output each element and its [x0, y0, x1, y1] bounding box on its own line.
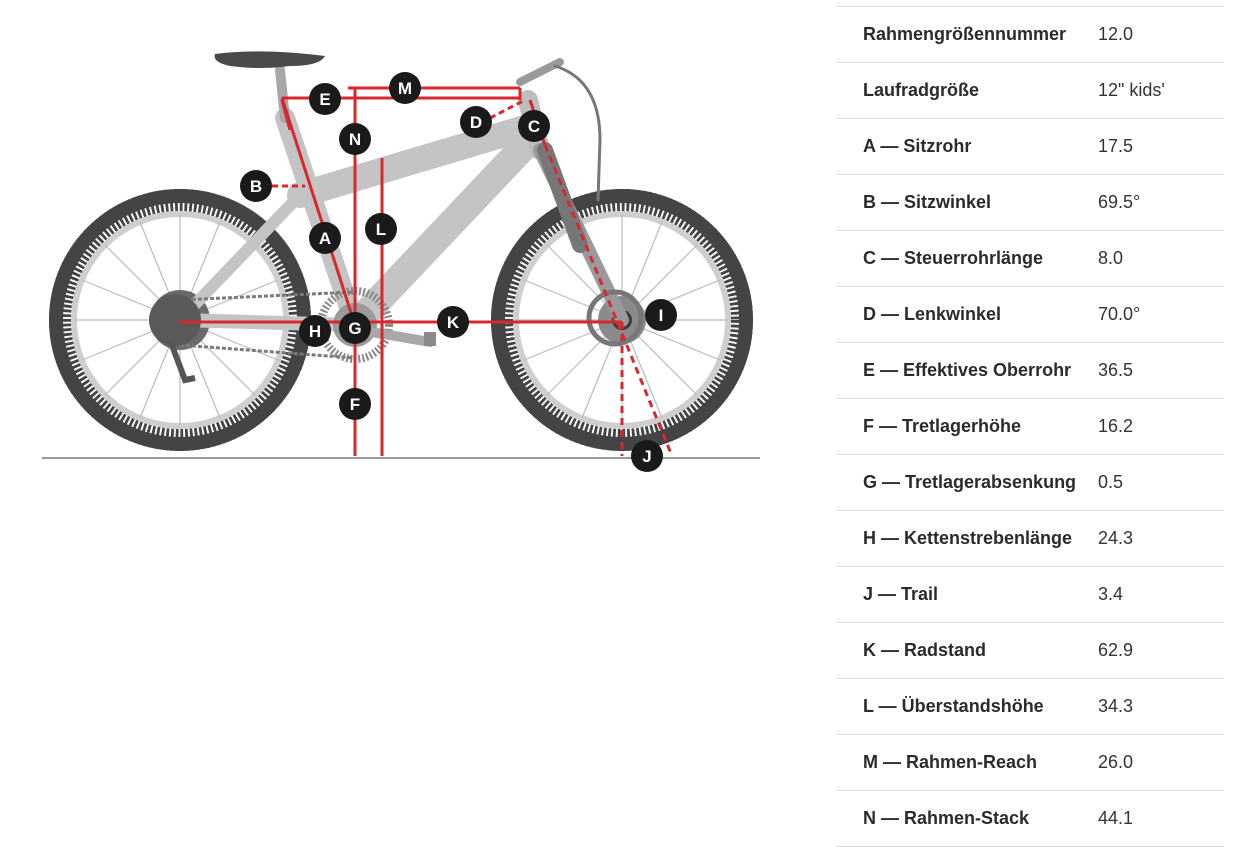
svg-text:C: C: [528, 117, 540, 136]
marker-G: G: [339, 312, 371, 344]
row-label: J — Trail: [863, 584, 939, 604]
table-row: B — Sitzwinkel 69.5°: [836, 175, 1224, 231]
marker-M: M: [389, 72, 421, 104]
row-label: E — Effektives Oberrohr: [863, 360, 1072, 380]
row-label: C — Steuerrohrlänge: [863, 248, 1044, 268]
marker-F: F: [339, 388, 371, 420]
table-row: M — Rahmen-Reach 26.0: [836, 735, 1224, 791]
svg-text:A: A: [319, 229, 331, 248]
row-value: 3.4: [1098, 584, 1124, 604]
row-value: 12.0: [1098, 24, 1134, 44]
row-label: Laufradgröße: [863, 80, 980, 100]
svg-text:D: D: [470, 113, 482, 132]
row-label: Rahmengrößennummer: [863, 24, 1067, 44]
marker-H: H: [299, 315, 331, 347]
svg-text:J: J: [642, 447, 651, 466]
row-label: N — Rahmen-Stack: [863, 808, 1030, 828]
marker-E: E: [309, 83, 341, 115]
row-label: K — Radstand: [863, 640, 987, 660]
row-label: F — Tretlagerhöhe: [863, 416, 1022, 436]
table-row: E — Effektives Oberrohr 36.5: [836, 343, 1224, 399]
svg-text:M: M: [398, 79, 412, 98]
marker-I: I: [645, 299, 677, 331]
svg-text:F: F: [350, 395, 360, 414]
table-row: F — Tretlagerhöhe 16.2: [836, 399, 1224, 455]
row-label: B — Sitzwinkel: [863, 192, 992, 212]
marker-L: L: [365, 213, 397, 245]
table-row: J — Trail 3.4: [836, 567, 1224, 623]
row-value: 8.0: [1098, 248, 1124, 268]
table-row: H — Kettenstrebenlänge 24.3: [836, 511, 1224, 567]
marker-K: K: [437, 306, 469, 338]
row-value: 24.3: [1098, 528, 1134, 548]
geometry-table: Rahmengrößennummer 12.0 Laufradgröße 12" k…: [836, 6, 1224, 847]
marker-B: B: [240, 170, 272, 202]
row-value: 0.5: [1098, 472, 1124, 492]
row-value: 69.5°: [1098, 192, 1141, 212]
measurement-lines: [180, 86, 674, 457]
marker-N: N: [339, 123, 371, 155]
svg-text:B: B: [250, 177, 262, 196]
table-row: Laufradgröße 12" kids': [836, 63, 1224, 119]
row-label: A — Sitzrohr: [863, 136, 972, 156]
table-row: L — Überstandshöhe 34.3: [836, 679, 1224, 735]
marker-J: J: [631, 440, 663, 472]
svg-text:I: I: [659, 306, 664, 325]
svg-text:H: H: [309, 322, 321, 341]
drivetrain: [149, 287, 644, 384]
table-row: N — Rahmen-Stack 44.1: [836, 791, 1224, 847]
row-label: H — Kettenstrebenlänge: [863, 528, 1073, 548]
row-value: 36.5: [1098, 360, 1134, 380]
row-value: 34.3: [1098, 696, 1134, 716]
bike-geometry-diagram: A B C D E F G H I J K L M N: [42, 51, 760, 472]
row-value: 62.9: [1098, 640, 1134, 660]
svg-text:G: G: [348, 319, 361, 338]
row-label: M — Rahmen-Reach: [863, 752, 1038, 772]
row-label: D — Lenkwinkel: [863, 304, 1002, 324]
row-value: 44.1: [1098, 808, 1134, 828]
table-row: G — Tretlagerabsenkung 0.5: [836, 455, 1224, 511]
table-row: K — Radstand 62.9: [836, 623, 1224, 679]
saddle: [214, 51, 325, 68]
marker-D: D: [460, 106, 492, 138]
table-row: C — Steuerrohrlänge 8.0: [836, 231, 1224, 287]
svg-text:L: L: [376, 220, 386, 239]
svg-text:E: E: [319, 90, 330, 109]
svg-text:N: N: [349, 130, 361, 149]
table-row: D — Lenkwinkel 70.0°: [836, 287, 1224, 343]
row-value: 17.5: [1098, 136, 1134, 156]
marker-A: A: [309, 222, 341, 254]
row-label: L — Überstandshöhe: [863, 696, 1044, 716]
row-label: G — Tretlagerabsenkung: [863, 472, 1077, 492]
table-row: Rahmengrößennummer 12.0: [836, 7, 1224, 63]
row-value: 70.0°: [1098, 304, 1141, 324]
table-row: A — Sitzrohr 17.5: [836, 119, 1224, 175]
marker-C: C: [518, 110, 550, 142]
row-value: 26.0: [1098, 752, 1134, 772]
svg-text:K: K: [447, 313, 460, 332]
row-value: 16.2: [1098, 416, 1134, 436]
row-value: 12" kids': [1098, 80, 1165, 100]
